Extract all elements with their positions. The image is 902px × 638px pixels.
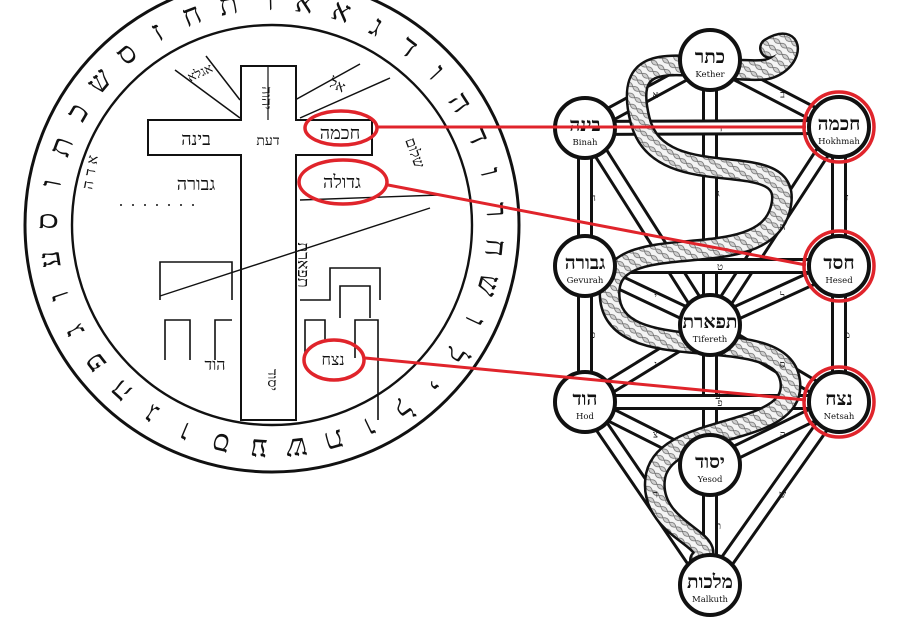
tree-path-letter: ג — [716, 189, 719, 200]
tree-path-letter: א — [652, 90, 658, 101]
seal-ring-letter: ס — [30, 212, 65, 230]
sefirah-hebrew: חסד — [823, 252, 854, 274]
seal-top-column-text: יהוה — [258, 86, 274, 109]
seal-daat: דעת — [256, 133, 279, 149]
tree-path-letter: ז — [846, 193, 849, 204]
tree-path-letter: ק — [780, 430, 785, 441]
tree-path-letter: ה — [590, 193, 596, 204]
tree-path-letter: ל — [779, 291, 785, 303]
seal-hokhmah: חכמה — [320, 123, 360, 144]
seal-gevurah: גבורה — [177, 174, 215, 195]
tree-path-letter: ר — [653, 490, 658, 501]
tree-path-letter: ח — [780, 222, 786, 233]
sefirah-tifereth: תפארת Tifereth — [680, 295, 740, 355]
sefirah-latin: Gevurah — [567, 276, 604, 286]
seal-ring-letter: ר — [258, 0, 274, 18]
sefirah-hebrew: הוד — [573, 388, 598, 410]
seal-ring-letter: ח — [477, 237, 514, 258]
sefirah-hokhmah: חכמה Hokhmah — [809, 97, 869, 157]
tree-path-letter: ו — [654, 223, 657, 234]
sefirah-hebrew: תפארת — [682, 311, 737, 333]
tree-path-letter: צ — [653, 430, 658, 441]
tree-path-letter: ד — [718, 124, 723, 135]
sefirah-yesod: יסוד Yesod — [680, 435, 740, 495]
tree-path-letter: ט — [717, 262, 723, 273]
sefirah-hebrew: יסוד — [695, 451, 725, 473]
sefirah-latin: Binah — [573, 138, 599, 148]
sefirah-hebrew: נצח — [825, 388, 852, 410]
tree-path-letter: ס — [780, 360, 786, 371]
sefirah-latin: Hesed — [825, 276, 853, 286]
sefirah-latin: Tifereth — [693, 335, 728, 345]
tree-path-letter: ב — [780, 90, 785, 101]
sefirah-kether: כתר Kether — [680, 30, 740, 90]
tree-path-letter: כ — [591, 330, 596, 341]
sefirah-latin: Netsah — [824, 412, 855, 422]
sefirah-latin: Hokhmah — [818, 137, 860, 147]
seal-gedulah: גדולה — [323, 172, 361, 193]
sefirah-hebrew: כתר — [695, 46, 725, 68]
sefirah-hebrew: גבורה — [565, 252, 606, 274]
sefirah-hesed: חסד Hesed — [809, 236, 869, 296]
tree-path-letter: ת — [715, 521, 721, 532]
sefirah-malkuth: מלכות Malkuth — [680, 555, 740, 615]
seal-ring-letter: ש — [284, 430, 309, 467]
sefirah-latin: Hod — [576, 412, 595, 422]
tree-path-letter: מ — [844, 330, 850, 341]
sefirah-latin: Yesod — [697, 475, 723, 485]
sefirah-gevurah: גבורה Gevurah — [555, 236, 615, 296]
sefirah-netsah: נצח Netsah — [809, 372, 869, 432]
seal-hod: הוד — [205, 355, 226, 374]
tree-path-letter: נ — [654, 360, 657, 371]
tree-path-letter: פ — [717, 398, 722, 409]
sefirah-latin: Malkuth — [692, 595, 729, 605]
sefirah-hebrew: מלכות — [687, 571, 733, 593]
sefirah-hebrew: חכמה — [818, 113, 861, 135]
sefirah-latin: Kether — [695, 70, 725, 80]
seal-netsah: נצח — [321, 350, 344, 369]
seal-yesod: יסוד — [264, 369, 280, 391]
tree-path-letter: ש — [779, 490, 786, 501]
sefirah-hebrew: בינה — [569, 114, 600, 136]
seal-ring-letter: ע — [249, 431, 268, 467]
seal-binah: בינה — [181, 129, 211, 150]
tree-path-letter: י — [654, 292, 657, 303]
